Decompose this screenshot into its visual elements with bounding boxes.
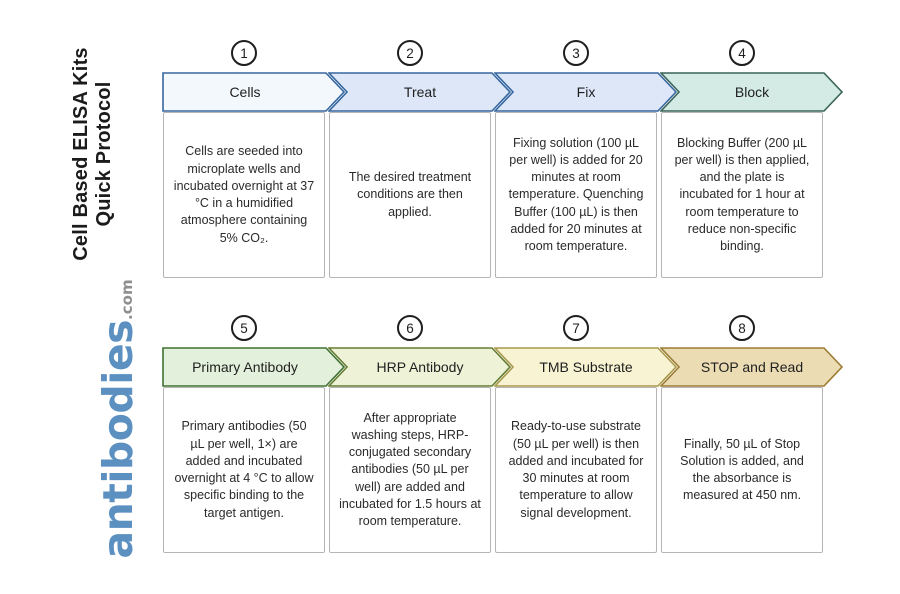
arrow-shape xyxy=(660,347,844,387)
step-group-5: 5 Primary Antibody Primary antibodies (5… xyxy=(162,315,346,555)
step-label: HRP Antibody xyxy=(377,359,464,375)
step-group-7: 7 TMB Substrate Ready-to-use substrate (… xyxy=(494,315,678,555)
page-title-line1: Cell Based ELISA Kits xyxy=(70,47,92,261)
step-description: Primary antibodies (50 µL per well, 1×) … xyxy=(163,387,325,553)
step-description: Fixing solution (100 µL per well) is add… xyxy=(495,112,657,278)
page-title-line2: Quick Protocol xyxy=(93,81,115,227)
arrow-shape xyxy=(494,347,678,387)
step-arrow: Primary Antibody xyxy=(162,347,346,387)
step-number-badge: 5 xyxy=(231,315,257,341)
brand-logo: antibodies .com xyxy=(49,269,142,569)
step-arrow: Block xyxy=(660,72,844,112)
step-description: Ready-to-use substrate (50 µL per well) … xyxy=(495,387,657,553)
step-arrow: Fix xyxy=(494,72,678,112)
step-label: Treat xyxy=(404,84,436,100)
step-label: Fix xyxy=(577,84,596,100)
step-number-badge: 6 xyxy=(397,315,423,341)
step-arrow: HRP Antibody xyxy=(328,347,512,387)
step-number-badge: 1 xyxy=(231,40,257,66)
step-label: Primary Antibody xyxy=(192,359,298,375)
step-description: Cells are seeded into microplate wells a… xyxy=(163,112,325,278)
step-group-3: 3 Fix Fixing solution (100 µL per well) … xyxy=(494,40,678,280)
step-arrow: TMB Substrate xyxy=(494,347,678,387)
step-description: The desired treatment conditions are the… xyxy=(329,112,491,278)
step-label: STOP and Read xyxy=(701,359,803,375)
step-description: Blocking Buffer (200 µL per well) is the… xyxy=(661,112,823,278)
step-label: Cells xyxy=(229,84,260,100)
brand-logo-suffix: .com xyxy=(118,279,136,320)
step-description: Finally, 50 µL of Stop Solution is added… xyxy=(661,387,823,553)
step-number-badge: 3 xyxy=(563,40,589,66)
arrow-shape xyxy=(660,72,844,112)
arrow-shape xyxy=(162,347,346,387)
brand-logo-wordmark: antibodies xyxy=(94,319,142,559)
arrow-shape xyxy=(162,72,346,112)
step-group-6: 6 HRP Antibody After appropriate washing… xyxy=(328,315,512,555)
step-label: Block xyxy=(735,84,770,100)
step-number-badge: 8 xyxy=(729,315,755,341)
step-group-8: 8 STOP and Read Finally, 50 µL of Stop S… xyxy=(660,315,844,555)
step-description: After appropriate washing steps, HRP-con… xyxy=(329,387,491,553)
step-arrow: STOP and Read xyxy=(660,347,844,387)
step-group-2: 2 Treat The desired treatment conditions… xyxy=(328,40,512,280)
page-title: Cell Based ELISA Kits Quick Protocol xyxy=(68,34,118,274)
step-number-badge: 7 xyxy=(563,315,589,341)
arrow-shape xyxy=(328,347,512,387)
step-number-badge: 4 xyxy=(729,40,755,66)
arrow-shape xyxy=(494,72,678,112)
step-number-badge: 2 xyxy=(397,40,423,66)
step-arrow: Treat xyxy=(328,72,512,112)
step-arrow: Cells xyxy=(162,72,346,112)
arrow-shape xyxy=(328,72,512,112)
step-group-1: 1 Cells Cells are seeded into microplate… xyxy=(162,40,346,280)
step-label: TMB Substrate xyxy=(539,359,633,375)
step-group-4: 4 Block Blocking Buffer (200 µL per well… xyxy=(660,40,844,280)
